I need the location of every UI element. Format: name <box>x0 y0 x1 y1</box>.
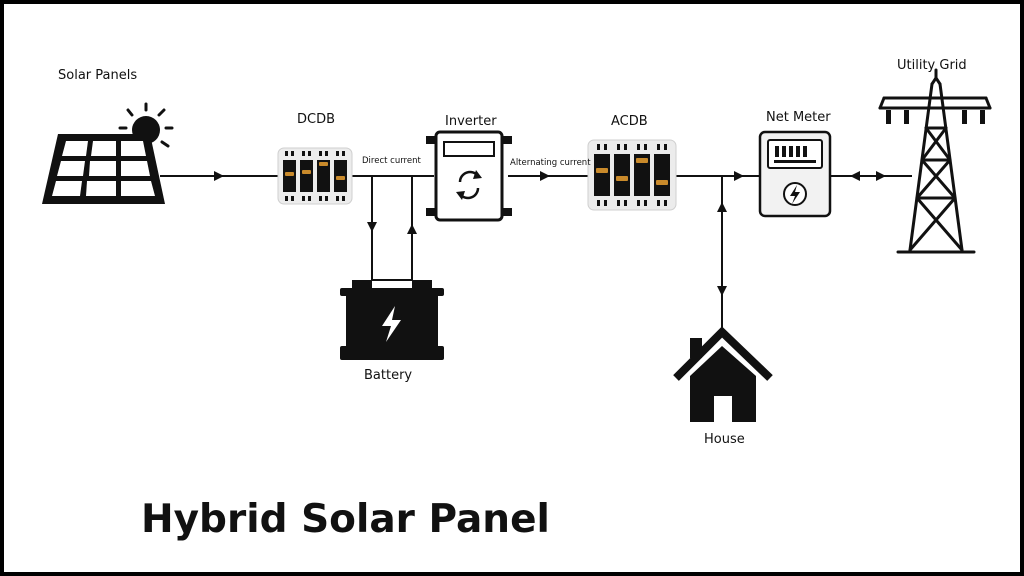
connection-lines <box>160 175 912 330</box>
label-solar-panels: Solar Panels <box>58 68 138 83</box>
transmission-tower-icon <box>878 68 992 254</box>
lightning-icon <box>382 306 401 342</box>
arrow-grid-right <box>876 171 886 181</box>
dcdb-icon <box>277 147 353 205</box>
label-net-meter: Net Meter <box>766 110 831 125</box>
label-inverter: Inverter <box>445 114 497 129</box>
arrow-ac <box>540 171 550 181</box>
label-utility-grid: Utility Grid <box>897 58 967 73</box>
house-icon <box>673 326 773 422</box>
inverter-icon <box>426 130 512 222</box>
label-alternating-current: Alternating current <box>510 158 591 168</box>
label-house: House <box>704 432 745 447</box>
tower-insulators <box>886 110 985 124</box>
net-meter-icon <box>758 130 832 218</box>
arrow-grid-left <box>850 171 860 181</box>
arrow-house-down <box>717 286 727 296</box>
battery-icon <box>340 280 444 360</box>
arrow-battery-down <box>367 222 377 232</box>
arrow-solar <box>214 171 224 181</box>
label-dcdb: DCDB <box>297 112 336 127</box>
label-battery: Battery <box>364 368 413 383</box>
label-direct-current: Direct current <box>362 156 421 166</box>
solar-panel-icon <box>42 102 174 204</box>
lightning-icon <box>790 185 800 204</box>
page-title: Hybrid Solar Panel <box>141 497 550 542</box>
label-acdb: ACDB <box>611 114 648 129</box>
arrow-battery-up <box>407 224 417 234</box>
arrow-netmeter <box>734 171 744 181</box>
arrow-house-up <box>717 202 727 212</box>
acdb-icon <box>587 139 677 211</box>
arrow-heads <box>214 171 886 296</box>
